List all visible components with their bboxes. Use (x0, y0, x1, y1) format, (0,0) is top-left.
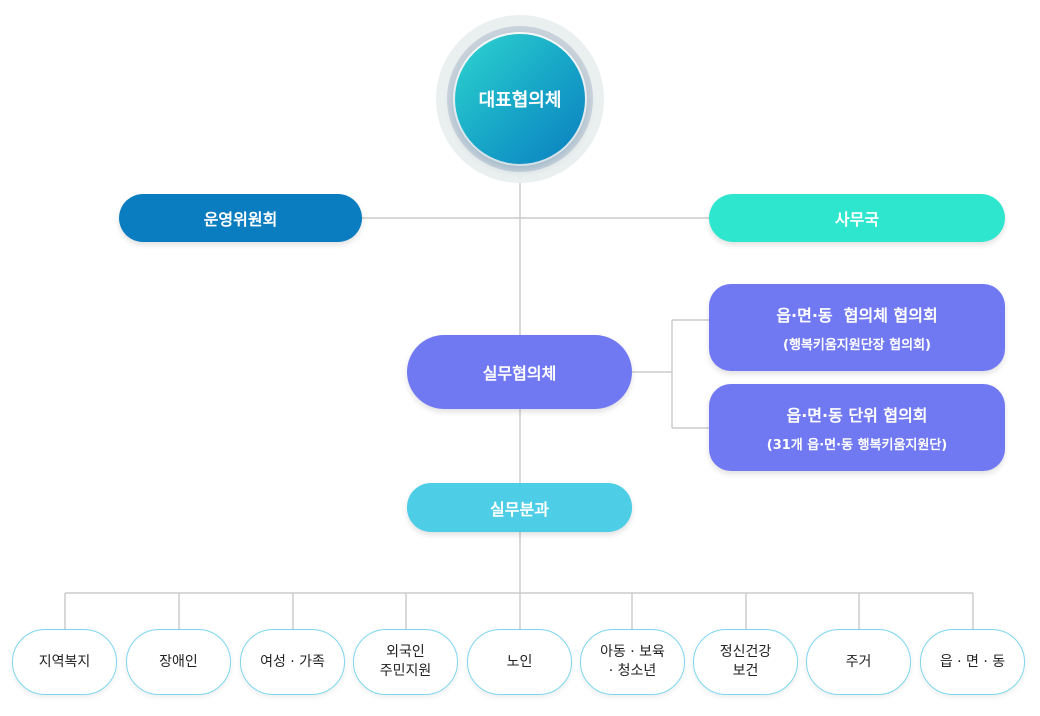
steering-committee-label: 운영위원회 (203, 210, 278, 229)
council-association-subtitle: (행복키움지원단장 협의회) (783, 338, 931, 353)
division-node-children-youth: 아동 · 보육 · 청소년 (580, 629, 685, 695)
representative-council-label: 대표협의체 (478, 90, 562, 111)
unit-council-title: 읍·면·동 단위 협의회 (786, 406, 928, 425)
division-line1: 아동 · 보육 (600, 644, 665, 660)
division-node-community-welfare: 지역복지 (12, 629, 117, 695)
division-line1: 여성 · 가족 (260, 653, 325, 670)
working-council-label: 실무협의체 (482, 364, 557, 383)
division-line1: 지역복지 (38, 653, 91, 670)
council-association-title: 읍·면·동 협의체 협의회 (776, 306, 938, 325)
steering-committee-node: 운영위원회 (119, 194, 362, 242)
council-association-node: 읍·면·동 협의체 협의회 (행복키움지원단장 협의회) (709, 284, 1005, 371)
division-node-mental-health: 정신건강 보건 (693, 629, 798, 695)
division-line1: 주거 (845, 653, 872, 670)
secretariat-node: 사무국 (709, 194, 1005, 242)
division-node-housing: 주거 (806, 629, 911, 695)
division-line1: 외국인 (386, 644, 425, 660)
unit-council-node: 읍·면·동 단위 협의회 (31개 읍·면·동 행복키움지원단) (709, 384, 1005, 471)
division-node-elderly: 노인 (467, 629, 572, 695)
division-line1: 장애인 (159, 653, 198, 670)
unit-council-subtitle: (31개 읍·면·동 행복키움지원단) (766, 438, 948, 453)
subcommittee-node: 실무분과 (407, 483, 632, 532)
division-line2: 보건 (732, 663, 759, 679)
secretariat-label: 사무국 (834, 210, 880, 229)
division-line1: 읍 · 면 · 동 (939, 653, 1006, 670)
division-line1: 정신건강 (719, 644, 772, 660)
division-node-eup-myeon-dong: 읍 · 면 · 동 (920, 629, 1025, 695)
division-node-women-family: 여성 · 가족 (240, 629, 345, 695)
division-line2: 주민지원 (379, 663, 432, 679)
division-line1: 노인 (506, 653, 533, 670)
division-node-foreign-residents: 외국인 주민지원 (353, 629, 458, 695)
division-node-disability: 장애인 (126, 629, 231, 695)
representative-council-node: 대표협의체 (455, 34, 585, 164)
working-council-node: 실무협의체 (407, 335, 632, 409)
division-line2: · 청소년 (608, 663, 657, 679)
subcommittee-label: 실무분과 (490, 499, 549, 519)
